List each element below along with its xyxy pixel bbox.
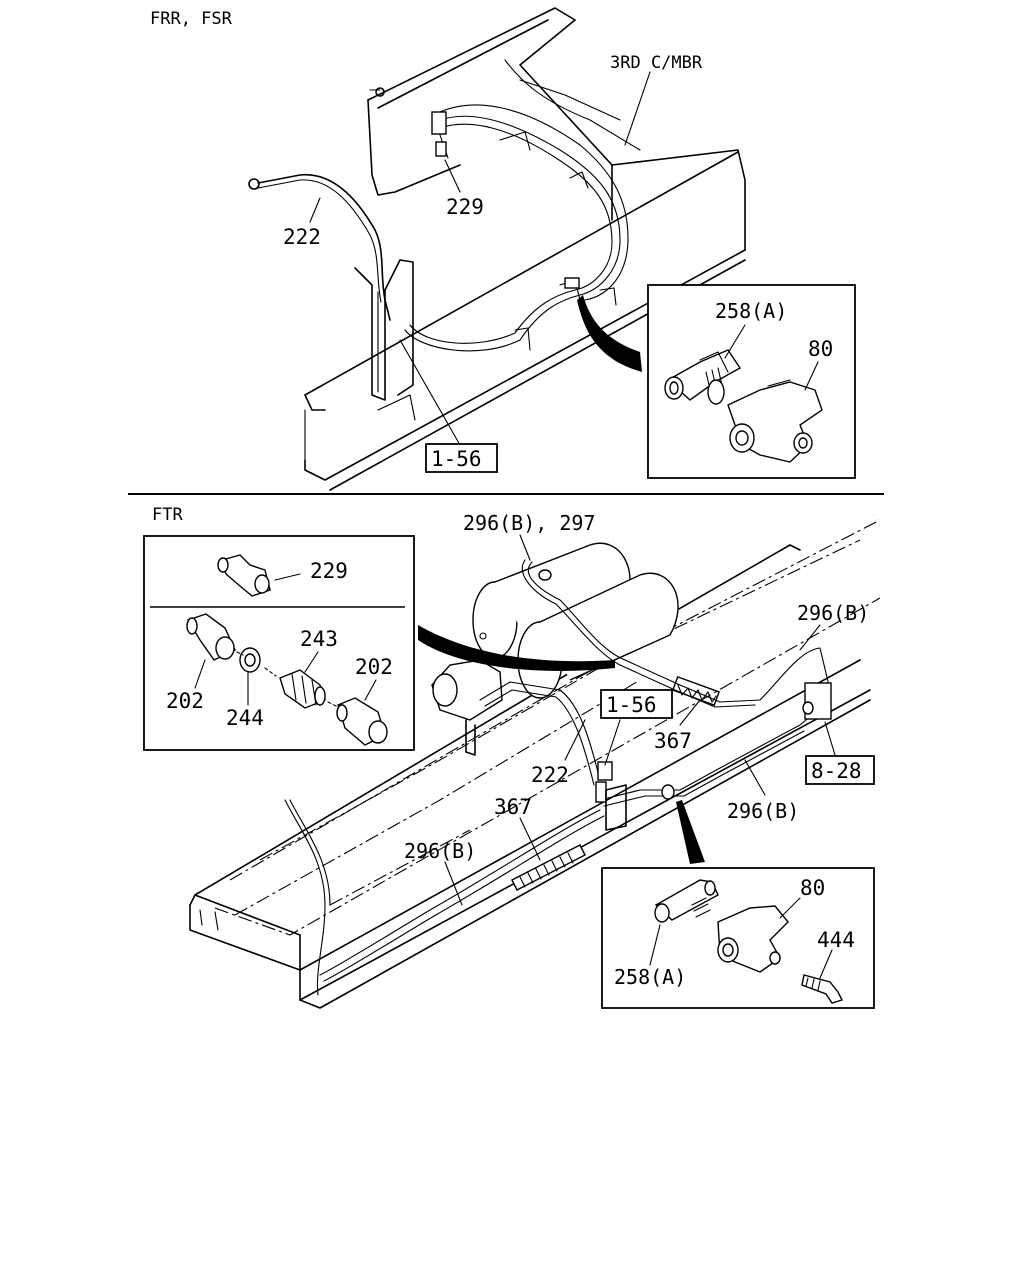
label-296b-upper: 296(B) xyxy=(797,601,869,625)
part-258a-top xyxy=(664,349,742,405)
leader-258a-top xyxy=(724,324,746,359)
label-222-ftr: 222 xyxy=(531,763,569,787)
leader-367-lower xyxy=(519,817,541,861)
label-258a-top: 258(A) xyxy=(715,299,787,323)
label-296b-left: 296(B) xyxy=(404,839,476,863)
section-title-frr-fsr: FRR, FSR xyxy=(150,9,233,29)
leader-296b-297 xyxy=(519,534,531,561)
label-1-56-ftr: 1-56 xyxy=(606,693,657,717)
part-202-left xyxy=(186,613,236,661)
part-202-right xyxy=(336,697,388,746)
leader-80-top xyxy=(804,361,819,391)
leader-296b-left xyxy=(444,861,463,906)
bracket xyxy=(354,259,414,401)
ref-box-8-28 xyxy=(805,755,875,785)
cross-member xyxy=(367,7,746,251)
part-80-top xyxy=(727,379,823,463)
leader-1-56 xyxy=(399,339,461,446)
label-202-left: 202 xyxy=(166,689,204,713)
label-444: 444 xyxy=(817,928,855,952)
part-258a-ftr xyxy=(654,879,719,923)
part-444 xyxy=(801,974,843,1004)
leader-222 xyxy=(309,197,321,223)
leader-1-56-ftr xyxy=(604,719,621,766)
label-202-right: 202 xyxy=(355,655,393,679)
leader-222-ftr xyxy=(564,719,586,761)
part-229-ftr xyxy=(217,554,271,597)
label-243: 243 xyxy=(300,627,338,651)
leader-296b-right xyxy=(744,759,766,796)
detail-pointer xyxy=(577,295,642,372)
ref-box-1-56-top xyxy=(425,443,498,473)
section-ftr: FTR 296(B), 297 296(B) 229 243 202 202 2… xyxy=(143,505,881,1009)
leader-80-ftr xyxy=(779,897,801,919)
air-tanks xyxy=(472,542,679,699)
leader-258a-ftr xyxy=(649,924,661,966)
detail-pointer-right xyxy=(676,800,705,864)
leader-8-28 xyxy=(824,721,836,756)
label-296b-297: 296(B), 297 xyxy=(463,511,595,535)
leader-367-upper xyxy=(679,699,701,726)
pipe-bundle xyxy=(377,104,629,421)
label-258a-ftr: 258(A) xyxy=(614,965,686,989)
label-229-ftr: 229 xyxy=(310,559,348,583)
leader-229-ftr xyxy=(274,573,301,581)
leader-229 xyxy=(444,159,461,193)
part-244 xyxy=(239,647,261,673)
label-367-lower: 367 xyxy=(494,795,532,819)
spring-367-upper xyxy=(672,676,720,706)
label-8-28: 8-28 xyxy=(811,759,862,783)
valve-block xyxy=(431,659,503,756)
part-80-ftr xyxy=(717,905,789,973)
ftr-frame xyxy=(189,519,881,1009)
label-1-56-top: 1-56 xyxy=(431,447,482,471)
pipe-222 xyxy=(257,174,391,321)
part-243 xyxy=(279,669,326,709)
leader-202-right xyxy=(364,679,377,701)
ref-box-1-56-ftr xyxy=(600,689,673,719)
leader-3rd-cmbr xyxy=(624,71,651,146)
leader-296b-upper xyxy=(799,624,821,651)
detail-pointer-left xyxy=(418,625,615,671)
leader-243 xyxy=(304,651,319,673)
label-229: 229 xyxy=(446,195,484,219)
label-367-upper: 367 xyxy=(654,729,692,753)
leader-202-left xyxy=(194,659,206,689)
label-296b-right: 296(B) xyxy=(727,799,799,823)
section-title-ftr: FTR xyxy=(152,505,183,525)
label-80-ftr: 80 xyxy=(800,876,825,900)
label-244: 244 xyxy=(226,706,264,730)
section-frr-fsr: FRR, FSR 3RD C/MBR 229 222 1-56 258(A) 8… xyxy=(150,7,856,491)
spring-367-lower xyxy=(511,844,586,891)
leader-444 xyxy=(819,949,833,979)
label-222: 222 xyxy=(283,225,321,249)
label-80-top: 80 xyxy=(808,337,833,361)
label-3rd-cmbr: 3RD C/MBR xyxy=(610,53,703,73)
